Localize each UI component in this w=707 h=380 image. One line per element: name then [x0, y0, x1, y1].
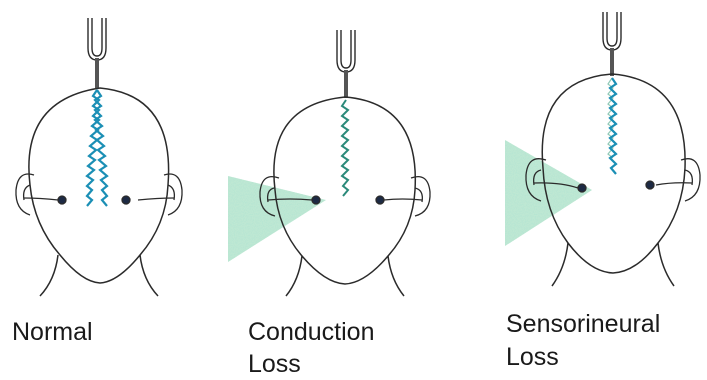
- panel-normal: [16, 18, 182, 296]
- left-ear: [16, 174, 66, 215]
- caption-sensorineural-line2: Loss: [506, 341, 559, 373]
- caption-normal: Normal: [12, 316, 93, 348]
- right-ear: [376, 177, 430, 216]
- panel-sensorineural-loss: [505, 12, 700, 286]
- right-ear: [646, 159, 700, 201]
- caption-conduction-line1: Conduction: [248, 316, 374, 348]
- tuning-fork-icon: [337, 30, 355, 98]
- sound-wave-left: [342, 100, 348, 196]
- panel-conduction-loss: [228, 30, 430, 296]
- caption-conduction-line2: Loss: [248, 348, 301, 380]
- tuning-fork-icon: [88, 18, 106, 88]
- right-ear: [122, 174, 182, 215]
- tuning-fork-icon: [603, 12, 621, 76]
- caption-sensorineural-line1: Sensorineural: [506, 308, 660, 340]
